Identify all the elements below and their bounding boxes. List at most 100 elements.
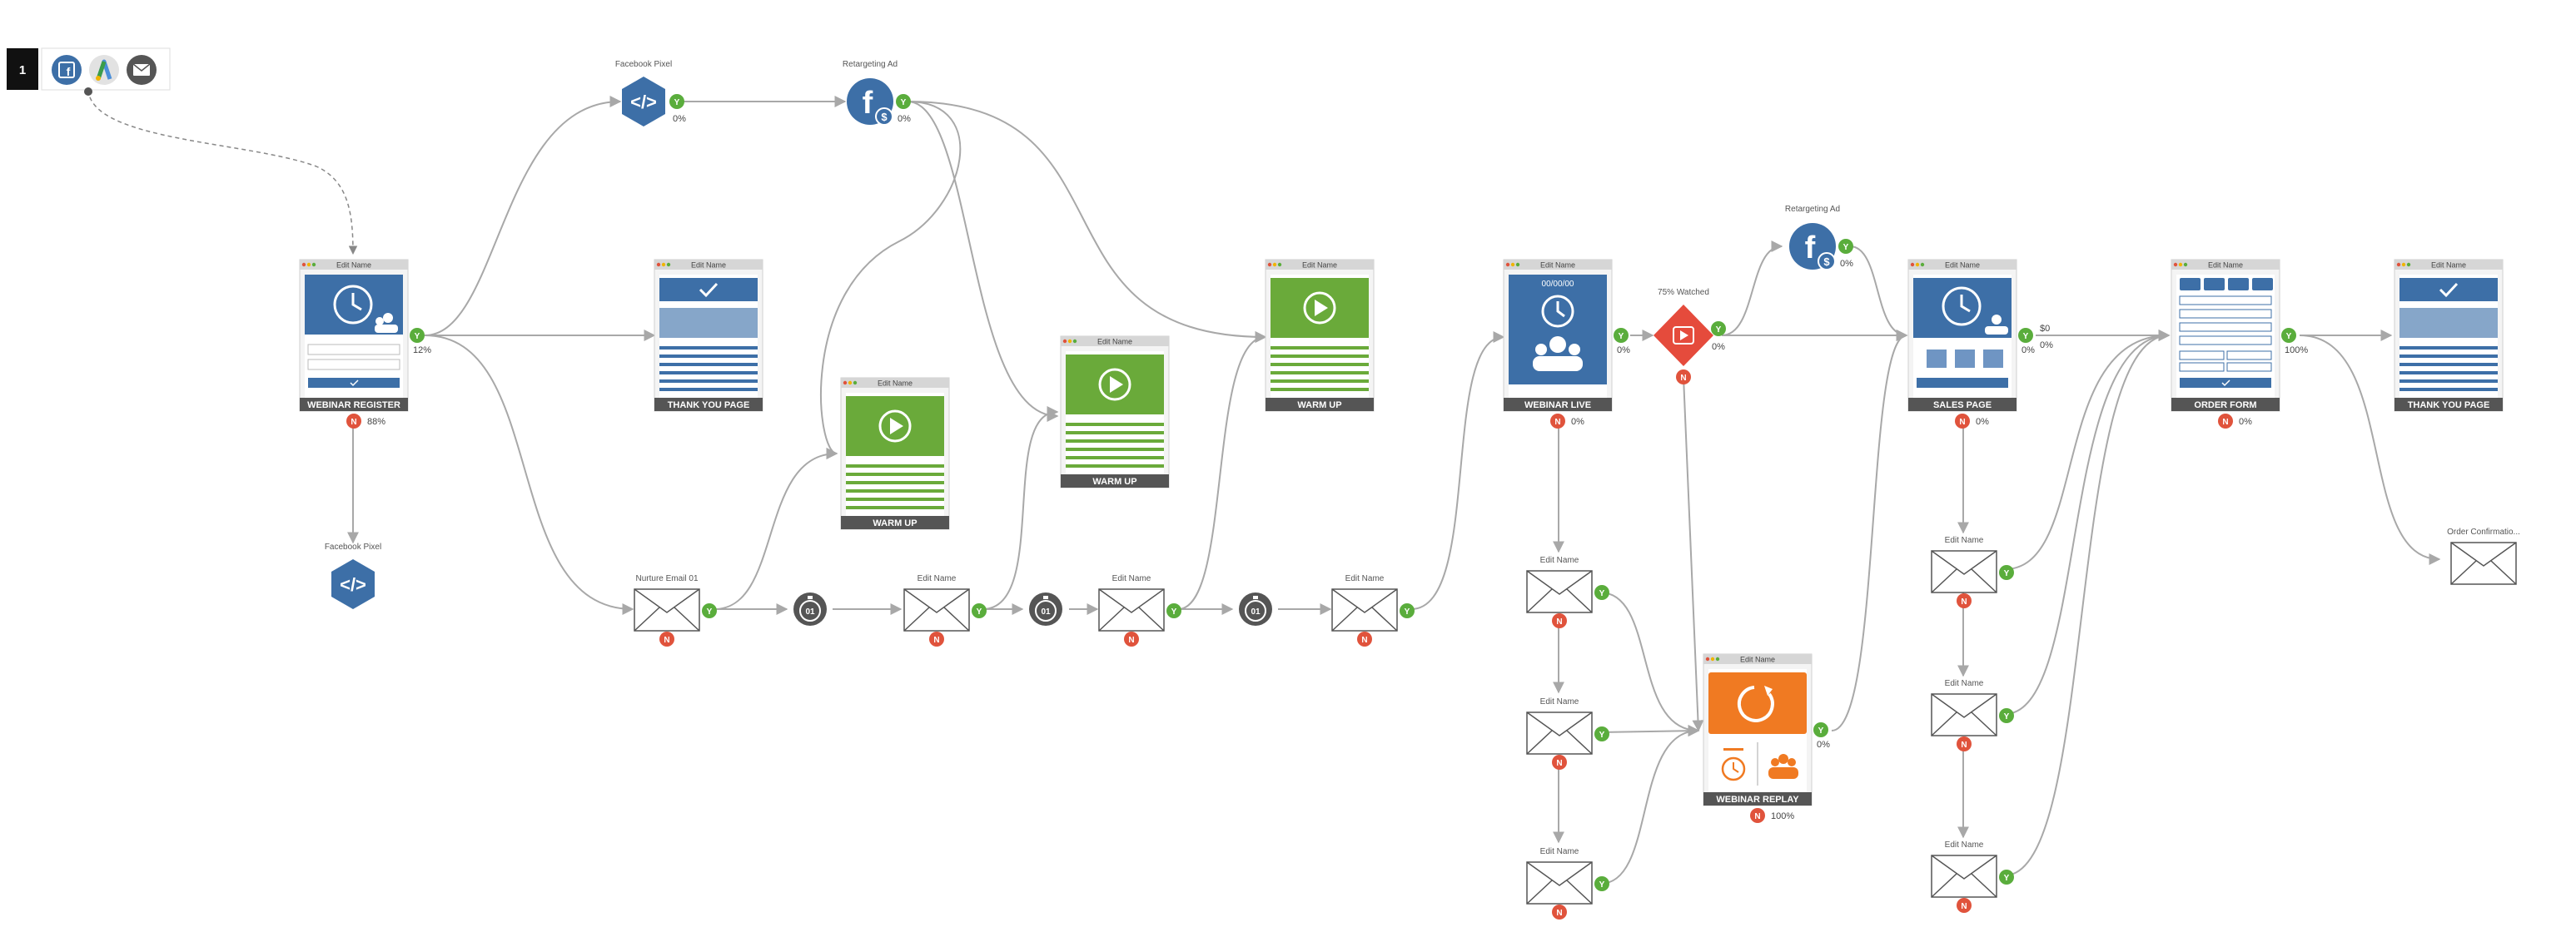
retargeting-ad-1[interactable]: Retargeting Ad f $ Y 0% <box>843 60 911 126</box>
svg-text:</>: </> <box>630 92 657 112</box>
page-title[interactable]: Edit Name <box>2431 261 2466 270</box>
adwords-icon[interactable] <box>89 55 119 85</box>
email-title[interactable]: Nurture Email 01 <box>635 574 698 583</box>
edge-register-to-pixel <box>424 96 622 336</box>
email-node-1[interactable]: Nurture Email 01 Y N <box>634 574 717 647</box>
page-title[interactable]: Edit Name <box>336 261 371 270</box>
page-title[interactable]: Edit Name <box>1945 261 1980 270</box>
no-badge[interactable]: N <box>929 632 944 647</box>
email-title[interactable]: Edit Name <box>1945 840 1984 850</box>
facebook-icon[interactable]: f <box>52 55 82 85</box>
page-title[interactable]: Edit Name <box>1302 261 1337 270</box>
page-title[interactable]: Edit Name <box>1097 338 1132 346</box>
no-badge[interactable]: N <box>1552 613 1567 628</box>
window-titlebar <box>1703 654 1812 664</box>
svg-text:Y: Y <box>2004 569 2010 578</box>
no-badge[interactable]: N <box>1552 905 1567 920</box>
yes-badge[interactable]: Y <box>1594 876 1609 891</box>
yes-badge[interactable]: Y <box>1400 603 1415 618</box>
yes-badge[interactable]: Y <box>1999 870 2014 885</box>
no-badge[interactable] <box>1676 369 1691 384</box>
email-title[interactable]: Edit Name <box>1540 697 1579 706</box>
edge-email7-to-replay <box>1599 725 1700 885</box>
traffic-source-toolbar[interactable]: 1 f <box>7 47 171 96</box>
yes-badge[interactable]: Y <box>1594 726 1609 741</box>
yes-badge[interactable]: Y <box>2018 328 2033 343</box>
no-badge[interactable]: N <box>1550 414 1565 429</box>
no-badge[interactable]: N <box>1124 632 1139 647</box>
email-title[interactable]: Edit Name <box>1945 536 1984 545</box>
email-node-11[interactable]: Order Confirmatio... <box>2447 528 2520 585</box>
page-title[interactable]: Edit Name <box>1740 656 1775 664</box>
email-title[interactable]: Edit Name <box>918 574 957 583</box>
yes-badge[interactable]: Y <box>410 328 425 343</box>
video-watched-trigger[interactable]: 75% Watched Y 0% N <box>1654 288 1726 384</box>
yes-badge[interactable] <box>1711 321 1726 336</box>
page-title[interactable]: Edit Name <box>2208 261 2243 270</box>
check-icon <box>2399 278 2498 301</box>
no-badge[interactable]: N <box>2218 414 2233 429</box>
email-title[interactable]: Order Confirmatio... <box>2447 528 2520 537</box>
facebook-pixel-2[interactable]: Facebook Pixel </> <box>325 543 381 609</box>
delay-timer-2[interactable]: 01 <box>1026 589 1066 629</box>
yes-badge[interactable] <box>896 94 911 109</box>
yes-badge[interactable] <box>1838 239 1853 254</box>
yes-badge[interactable]: Y <box>1594 585 1609 600</box>
no-badge[interactable]: N <box>1957 593 1972 608</box>
page-title[interactable]: Edit Name <box>1540 261 1575 270</box>
yes-badge[interactable]: Y <box>2281 328 2296 343</box>
email-title[interactable]: Edit Name <box>1945 679 1984 688</box>
no-badge[interactable]: N <box>1357 632 1372 647</box>
yes-badge[interactable]: Y <box>1999 708 2014 723</box>
no-badge[interactable]: N <box>346 414 361 429</box>
no-badge[interactable]: N <box>1955 414 1970 429</box>
no-badge[interactable]: N <box>659 632 674 647</box>
edge-email3-to-warmup3 <box>1177 331 1267 610</box>
page-title[interactable]: Edit Name <box>691 261 726 270</box>
yes-badge[interactable]: Y <box>1614 328 1629 343</box>
email-title[interactable]: Edit Name <box>1345 574 1385 583</box>
no-badge[interactable]: N <box>1957 898 1972 913</box>
page-title[interactable]: Edit Name <box>878 379 913 388</box>
email-icon[interactable] <box>127 55 157 85</box>
no-badge[interactable]: N <box>1957 736 1972 751</box>
yes-badge[interactable]: Y <box>1166 603 1181 618</box>
facebook-pixel-1[interactable]: Facebook Pixel </> Y 0% <box>615 60 686 126</box>
yes-badge[interactable]: Y <box>1813 722 1828 737</box>
email-title[interactable]: Edit Name <box>1112 574 1151 583</box>
yes-badge[interactable]: Y <box>972 603 987 618</box>
svg-text:N: N <box>933 636 939 645</box>
retargeting-ad-2[interactable]: Retargeting Ad f $ Y 0% <box>1785 205 1853 270</box>
email-title[interactable]: Edit Name <box>1540 556 1579 565</box>
delay-timer-1[interactable]: 01 <box>790 589 830 629</box>
yes-badge[interactable]: Y <box>1999 565 2014 580</box>
toolbar-output-dot[interactable] <box>84 87 92 96</box>
yes-badge[interactable]: Y <box>702 603 717 618</box>
no-badge[interactable]: N <box>1750 808 1765 823</box>
delay-timer-3[interactable]: 01 <box>1236 589 1276 629</box>
no-badge[interactable]: N <box>1552 755 1567 770</box>
yes-badge[interactable] <box>669 94 684 109</box>
svg-text:N: N <box>1961 597 1967 607</box>
email-title[interactable]: Edit Name <box>1540 847 1579 856</box>
